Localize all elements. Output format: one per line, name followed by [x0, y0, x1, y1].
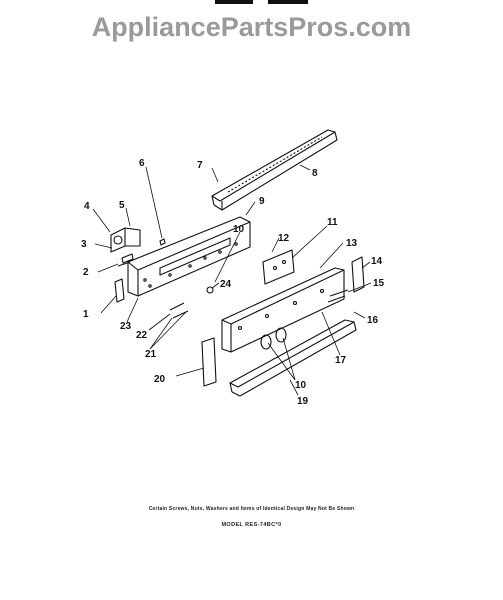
callout-12: 12 [278, 233, 290, 244]
part-8-trim-strip [211, 129, 338, 211]
part-18-knobs [260, 327, 287, 350]
part-1-end-cap [114, 278, 125, 303]
leader-lines [92, 164, 372, 396]
part-13-backguard-panel [221, 267, 345, 353]
callout-23: 23 [120, 321, 132, 332]
callout-10-lower: 10 [295, 380, 307, 391]
part-19-lower-trim [229, 319, 357, 397]
part-2-3-brackets [117, 253, 134, 267]
part-24-knob [206, 286, 214, 294]
callout-10-upper: 10 [233, 224, 245, 235]
callout-24: 24 [220, 279, 232, 290]
callout-7: 7 [197, 160, 203, 171]
callout-19: 19 [297, 396, 309, 407]
callout-11: 11 [327, 217, 338, 228]
top-edge-mark [268, 0, 308, 4]
callout-1: 1 [83, 309, 89, 320]
callout-13: 13 [346, 238, 358, 249]
callout-16: 16 [367, 315, 379, 326]
callout-15: 15 [373, 278, 385, 289]
callout-9: 9 [259, 196, 265, 207]
callout-3: 3 [81, 239, 87, 250]
callout-labels: 1 2 3 4 5 6 7 8 9 10 10 11 12 13 14 15 1… [81, 158, 385, 407]
callout-17: 17 [335, 355, 347, 366]
part-15-screws [327, 289, 349, 303]
callout-8: 8 [312, 168, 318, 179]
footnote: Certain Screws, Nuts, Washers and Items … [148, 506, 355, 512]
callout-5: 5 [119, 200, 125, 211]
part-4-5-clock-assembly [110, 227, 141, 253]
part-21-22-screws [169, 302, 189, 319]
callout-2: 2 [83, 267, 89, 278]
callout-6: 6 [139, 158, 145, 169]
callout-4: 4 [84, 201, 90, 212]
part-9-control-panel [127, 216, 251, 297]
callout-20: 20 [154, 374, 166, 385]
callout-21: 21 [145, 349, 157, 360]
part-14-side-bracket [351, 256, 365, 293]
part-6-bracket [159, 238, 166, 246]
model-number: MODEL RES-74BC*0 [221, 522, 282, 528]
part-20-end-cap [201, 337, 217, 387]
callout-14: 14 [371, 256, 383, 267]
top-edge-mark [215, 0, 253, 4]
watermark: AppliancePartsPros.com [91, 12, 412, 42]
part-11-12-bracket [262, 249, 295, 285]
callout-22: 22 [136, 330, 148, 341]
